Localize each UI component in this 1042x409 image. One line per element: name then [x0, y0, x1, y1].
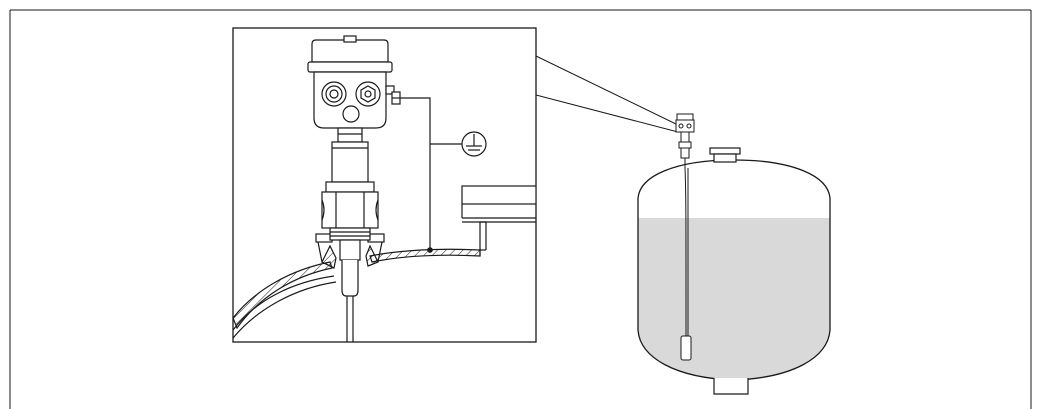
tank-outlet: [713, 378, 749, 395]
ground-wire: [400, 97, 462, 253]
liquid-level: [638, 218, 830, 380]
sensor-detail: [307, 35, 401, 342]
cable-gland-right: [355, 81, 381, 107]
tank-overview: [637, 113, 831, 395]
cable-gland-left: [321, 81, 347, 107]
tank-roof-section: [233, 185, 536, 339]
mounting-socket: [315, 233, 385, 269]
tank-body: [637, 159, 831, 381]
sensor-overview: [675, 113, 695, 361]
zoom-leader-lines: [535, 55, 679, 133]
ground-symbol: [461, 131, 487, 157]
tank-top-flange: [709, 147, 741, 163]
detail-view: [232, 27, 537, 343]
figure-frame: [9, 9, 1032, 409]
